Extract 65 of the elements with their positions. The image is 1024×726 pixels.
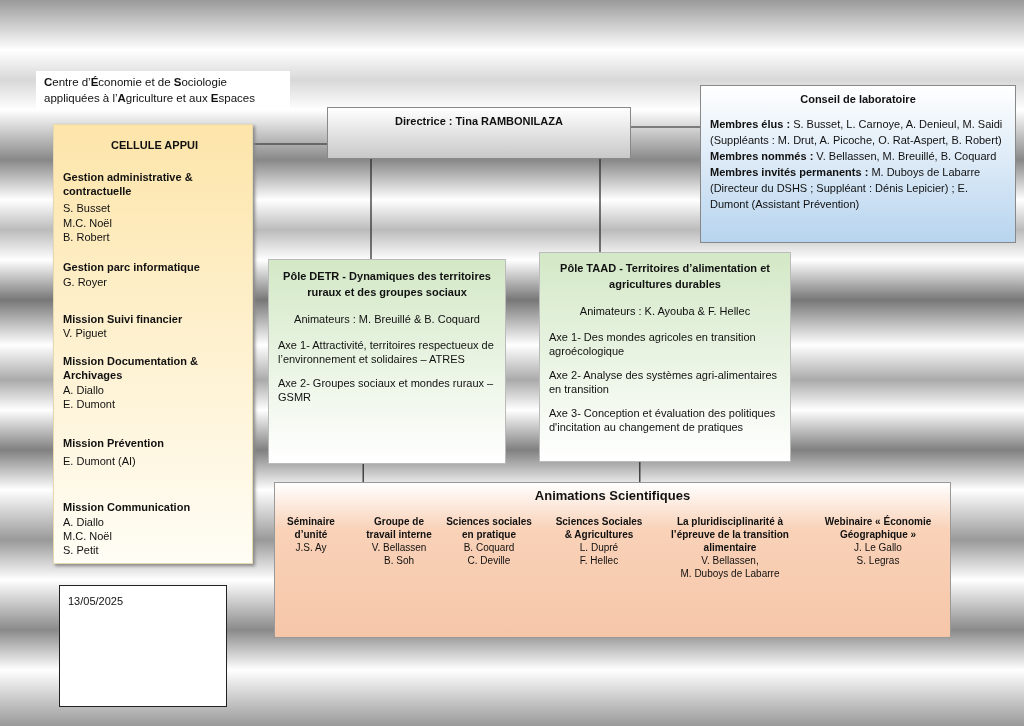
staff-name: M.C. Noël xyxy=(63,216,113,230)
staff-name: G. Royer xyxy=(63,275,108,289)
staff-name: V. Piguet xyxy=(63,326,108,340)
pole-heading: Pôle DETR - Dynamiques des territoires ruraux et des groupes sociaux xyxy=(282,269,492,300)
organizer-name: J.S. Ay xyxy=(294,541,328,554)
organizer-name: V. Bellassen, xyxy=(700,554,760,567)
organizer-name: B. Soh xyxy=(383,554,415,567)
team-heading: Mission Suivi financier xyxy=(63,312,184,326)
connector-line xyxy=(370,158,372,260)
team-heading: Mission Prévention xyxy=(63,436,165,450)
event-title: Groupe de travail interne xyxy=(365,515,433,541)
staff-name: S. Busset xyxy=(63,201,112,215)
staff-name: S. Petit xyxy=(63,543,100,557)
team-heading: Gestion parc informatique xyxy=(63,260,201,274)
date-box xyxy=(59,585,227,707)
research-pole-box xyxy=(539,252,791,462)
team-heading: Mission Documentation & Archivages xyxy=(63,354,200,382)
organizer-name: V. Bellassen xyxy=(370,541,428,554)
scientific-events-box xyxy=(274,482,951,638)
section-heading: Conseil de laboratoire xyxy=(799,92,917,106)
event-title: Séminaire d’unité xyxy=(286,515,336,541)
title-box xyxy=(36,71,290,109)
organizer-name: S. Legras xyxy=(855,554,901,567)
research-axis-text: Axe 2- Groupes sociaux et mondes ruraux – GSMR xyxy=(278,376,495,404)
section-heading: Animations Scientifiques xyxy=(533,487,692,505)
staff-name: B. Robert xyxy=(63,230,111,244)
staff-name: A. Diallo xyxy=(63,383,105,397)
event-title: Webinaire « Économie Géographique » xyxy=(823,515,933,541)
member-list: Membres élus : S. Busset, L. Carnoye, A. Denieul, M. Saidi (Suppléants : M. Drut, A. Picoche, O. Rat-Aspert, B. Robert) xyxy=(710,116,1006,148)
council-box xyxy=(700,85,1016,243)
organizer-name: B. Coquard xyxy=(462,541,516,554)
event-title: Sciences sociales en pratique xyxy=(445,515,533,541)
team-heading: Mission Communication xyxy=(63,500,192,514)
organizer-name: L. Dupré xyxy=(578,541,620,554)
organizer-name: M. Duboys de Labarre xyxy=(679,567,781,580)
member-list: Membres invités permanents : M. Duboys de Labarre (Directeur du DSHS ; Suppléant : Dénis Lepicier) ; E. Dumont (Assistant Prévention) xyxy=(710,164,1006,212)
research-axis-text: Axe 1- Attractivité, territoires respectueux de l’environnement et solidaires – ATRES xyxy=(278,338,495,366)
research-pole-box xyxy=(268,259,506,464)
research-axis-text: Axe 2- Analyse des systèmes agri-alimentaires en transition xyxy=(549,368,779,396)
facilitators-text: Animateurs : K. Ayouba & F. Hellec xyxy=(578,304,752,318)
organizer-name: C. Deville xyxy=(466,554,512,567)
pole-heading: Pôle TAAD - Territoires d’alimentation et agricultures durables xyxy=(559,261,771,292)
staff-name: M.C. Noël xyxy=(63,529,113,543)
research-axis-text: Axe 3- Conception et évaluation des politiques d'incitation au changement de pratiques xyxy=(549,406,777,434)
section-heading: CELLULE APPUI xyxy=(110,138,199,152)
date-text: 13/05/2025 xyxy=(68,594,125,608)
connector-line xyxy=(599,158,601,253)
connector-line xyxy=(252,143,328,145)
event-title: La pluridisciplinarité à l’épreuve de la transition alimentaire xyxy=(670,515,790,554)
research-axis-text: Axe 1- Des mondes agricoles en transition agroécologique xyxy=(549,330,757,358)
staff-name: A. Diallo xyxy=(63,515,105,529)
director-name: Directrice : Tina RAMBONILAZA xyxy=(394,114,564,128)
staff-name: E. Dumont (AI) xyxy=(63,454,137,468)
connector-line xyxy=(639,461,641,483)
connector-line xyxy=(630,126,701,128)
support-unit-box xyxy=(53,124,253,564)
staff-name: E. Dumont xyxy=(63,397,116,411)
organizer-name: F. Hellec xyxy=(578,554,620,567)
event-title: Sciences Sociales & Agricultures xyxy=(554,515,644,541)
director-box xyxy=(327,107,631,159)
facilitators-text: Animateurs : M. Breuillé & B. Coquard xyxy=(293,312,481,326)
member-list: Membres nommés : V. Bellassen, M. Breuillé, B. Coquard xyxy=(710,148,1006,164)
lab-name: Centre d’Économie et de Sociologie appliquées à l’Agriculture et aux Espaces xyxy=(44,75,256,106)
organizer-name: J. Le Gallo xyxy=(853,541,903,554)
team-heading: Gestion administrative & contractuelle xyxy=(63,170,194,198)
